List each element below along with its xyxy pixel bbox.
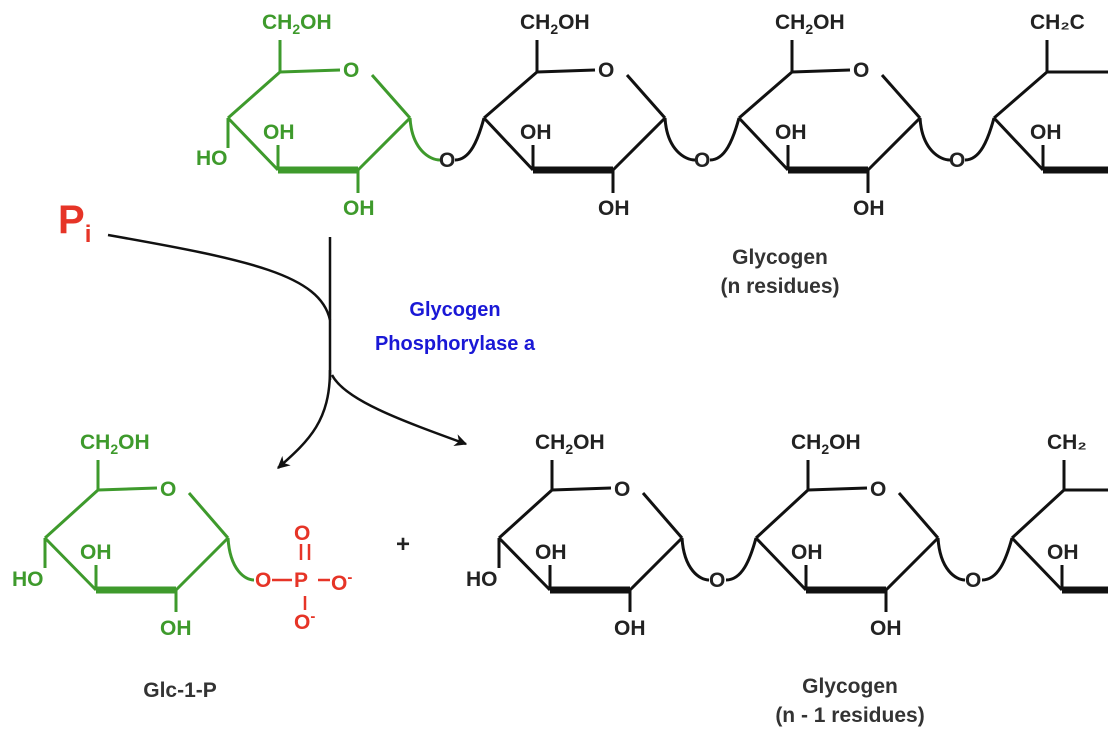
bottom-glycogen-ring-1 [497, 460, 710, 612]
top-ring2-ch2oh-label: CH2OH [775, 11, 845, 38]
bottom-glycosidic-oxygen-1: O [709, 569, 726, 592]
phosphate-right-oxygen: O- [331, 569, 353, 595]
phosphate-bonds [272, 544, 330, 610]
top-terminal-ho-label: HO [196, 147, 228, 170]
top-ring1-oh-c2-label: OH [598, 197, 630, 220]
enzyme-label-line1: Glycogen [409, 299, 501, 321]
glc1p-ch2oh-label: CH2OH [80, 431, 150, 458]
top-glycosidic-oxygen-2: O [694, 149, 711, 172]
phosphate-bottom-oxygen: O- [294, 608, 316, 634]
bottom-ring3-oh-c3-label: OH [1047, 541, 1079, 564]
plus-sign: + [396, 531, 411, 558]
inorganic-phosphate-label: Pi [58, 198, 92, 248]
top-terminal-oh-c3-label: OH [263, 121, 295, 144]
bottom-ring1-oh-c2-label: OH [614, 617, 646, 640]
glycogen-n-caption-line2: (n residues) [720, 275, 840, 299]
top-terminal-glucose-ring [226, 40, 441, 193]
top-ring1-ch2oh-label: CH2OH [520, 11, 590, 38]
glycogen-n-minus-1-caption: Glycogen (n - 1 residues) [735, 672, 965, 731]
enzyme-label: Glycogen Phosphorylase a [335, 296, 575, 358]
glycogen-n-caption: Glycogen (n residues) [680, 243, 880, 302]
top-glycosidic-oxygen-3: O [949, 149, 966, 172]
top-ring2-oh-c3-label: OH [775, 121, 807, 144]
bottom-ring1-oxygen: O [614, 478, 631, 501]
top-glycosidic-oxygen-1: O [439, 149, 456, 172]
top-glycogen-ring-3-partial [964, 40, 1108, 174]
top-glycogen-ring-2 [709, 40, 951, 193]
glc1p-ring-oxygen: O [160, 478, 177, 501]
phosphate-double-bond-oxygen: O [294, 522, 311, 545]
bottom-ring2-oh-c3-label: OH [791, 541, 823, 564]
enzyme-label-line2: Phosphorylase a [374, 333, 536, 355]
bottom-ring2-ch2oh-label: CH2OH [791, 431, 861, 458]
arrow-to-glycogen-n-1 [330, 374, 468, 447]
top-glycogen-ring-1 [454, 40, 696, 193]
glc1p-ring [43, 460, 255, 612]
glycogen-n-minus-1-caption-line1: Glycogen [802, 675, 898, 698]
top-ring1-oh-c3-label: OH [520, 121, 552, 144]
bottom-ring2-oh-c2-label: OH [870, 617, 902, 640]
glycogen-n-caption-line1: Glycogen [732, 246, 828, 269]
top-ring2-oh-c2-label: OH [853, 197, 885, 220]
glc1p-oh-c3-label: OH [80, 541, 112, 564]
phosphate-ester-oxygen: O [255, 569, 272, 592]
bottom-ring1-ho-label: HO [466, 568, 498, 591]
top-terminal-ch2oh-label: CH2OH [262, 11, 332, 38]
bottom-ring2-oxygen: O [870, 478, 887, 501]
top-ring3-ch2-truncated-label: CH₂C [1030, 11, 1085, 34]
top-ring3-oh-c3-label: OH [1030, 121, 1062, 144]
arrow-to-glc1p [277, 369, 332, 469]
glc1p-caption: Glc-1-P [143, 679, 217, 702]
top-ring1-oxygen: O [598, 59, 615, 82]
pi-incoming-curve [107, 233, 332, 321]
glycogen-n-minus-1-caption-line2: (n - 1 residues) [775, 704, 925, 728]
top-ring2-oxygen: O [853, 59, 870, 82]
bottom-glycosidic-oxygen-2: O [965, 569, 982, 592]
glc1p-ho-label: HO [12, 568, 44, 591]
phosphate-p-atom: P [294, 569, 309, 592]
top-terminal-oh-c2-label: OH [343, 197, 375, 220]
bottom-glycogen-ring-2 [725, 460, 966, 612]
bottom-ring1-ch2oh-label: CH2OH [535, 431, 605, 458]
bottom-ring1-oh-c3-label: OH [535, 541, 567, 564]
top-terminal-ring-oxygen: O [343, 59, 360, 82]
bottom-glycogen-ring-3-partial [981, 460, 1108, 594]
reaction-arrows [107, 233, 468, 469]
bottom-ring3-ch2-truncated-label: CH₂ [1047, 431, 1087, 454]
glc1p-oh-c2-label: OH [160, 617, 192, 640]
